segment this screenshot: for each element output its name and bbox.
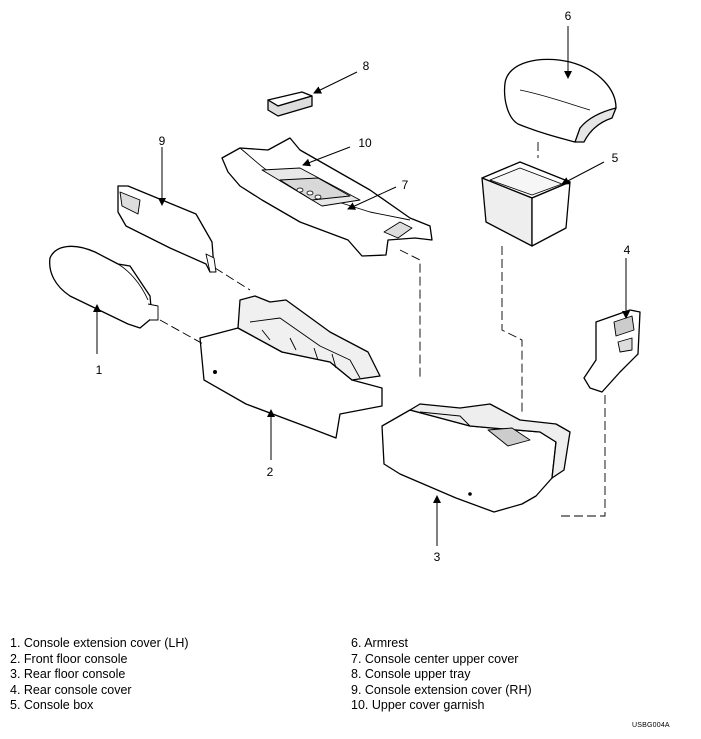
- callout-9: 9: [158, 134, 166, 148]
- legend-item: 3. Rear floor console: [10, 667, 126, 681]
- callout-7: 7: [401, 178, 409, 192]
- callout-5: 5: [611, 151, 619, 165]
- console-extension-cover-rh-part: [117, 185, 217, 273]
- console-extension-cover-lh-part: [49, 245, 159, 329]
- callout-leaders: [93, 26, 630, 546]
- legend-item: 4. Rear console cover: [10, 682, 132, 697]
- legend-item: 9. Console extension cover (RH): [351, 682, 532, 697]
- rear-console-cover-part: [583, 309, 641, 393]
- legend-item: 5. Console box: [10, 698, 94, 712]
- upper-cover-garnish-part: [221, 137, 433, 257]
- parts-legend-right: 6. Armrest 7. Console center upper cover…: [351, 636, 532, 714]
- callout-10: 10: [358, 136, 372, 150]
- legend-item: 7. Console center upper cover: [351, 651, 519, 666]
- console-upper-tray-part: [267, 91, 313, 117]
- callout-1: 1: [95, 363, 103, 377]
- callout-3: 3: [433, 550, 441, 564]
- front-floor-console-part: [199, 295, 383, 439]
- figure-code: USBG004A: [632, 722, 670, 729]
- armrest-part: [503, 58, 617, 143]
- parts-legend-left: 1. Console extension cover (LH) 2. Front…: [10, 636, 189, 714]
- callout-4: 4: [623, 243, 631, 257]
- console-box-part: [481, 161, 571, 247]
- callout-8: 8: [362, 59, 370, 73]
- legend-item: 8. Console upper tray: [351, 667, 471, 681]
- legend-item: 6. Armrest: [351, 636, 408, 650]
- alignment-lines: [159, 142, 606, 517]
- legend-item: 10. Upper cover garnish: [351, 698, 485, 712]
- legend-item: 2. Front floor console: [10, 651, 128, 666]
- legend-item: 1. Console extension cover (LH): [10, 636, 189, 650]
- callout-6: 6: [564, 9, 572, 23]
- rear-floor-console-part: [381, 403, 571, 513]
- console-center-upper-cover-part: [279, 177, 351, 201]
- callout-2: 2: [266, 465, 274, 479]
- exploded-view-drawing: [49, 26, 641, 546]
